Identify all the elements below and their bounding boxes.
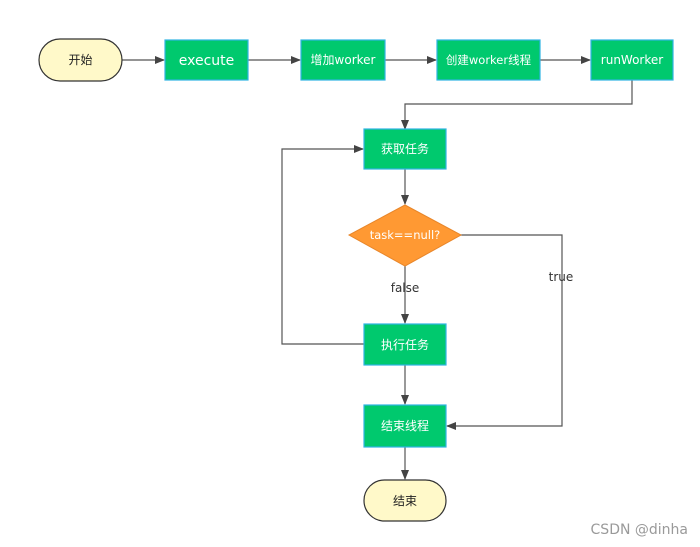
node-get-task: 获取任务	[363, 128, 447, 170]
node-run-worker: runWorker	[590, 39, 674, 81]
node-end-thread: 结束线程	[363, 404, 447, 448]
node-get-task-label: 获取任务	[381, 141, 429, 156]
node-execute-label: execute	[179, 53, 235, 69]
watermark: CSDN @dinha	[591, 522, 688, 538]
node-start-label: 开始	[68, 53, 92, 67]
edge-label-true: true	[549, 270, 574, 284]
node-start: 开始	[38, 38, 123, 82]
edge-executetask-gettask-loop	[281, 145, 364, 345]
node-end-label: 结束	[393, 494, 417, 508]
node-run-worker-label: runWorker	[601, 53, 663, 67]
node-execute-task: 执行任务	[363, 323, 447, 366]
edge-label-false: false	[391, 281, 420, 295]
node-end: 结束	[363, 479, 447, 522]
node-execute: execute	[164, 39, 249, 81]
node-end-thread-label: 结束线程	[381, 418, 429, 433]
node-add-worker: 增加worker	[300, 39, 386, 81]
edges	[122, 56, 633, 480]
node-create-worker-thread: 创建worker线程	[436, 39, 541, 81]
node-add-worker-label: 增加worker	[311, 53, 376, 67]
edge-decision-endthread	[446, 234, 563, 430]
node-create-worker-thread-label: 创建worker线程	[446, 53, 532, 67]
node-execute-task-label: 执行任务	[381, 337, 429, 352]
edge-runworker-gettask	[401, 80, 633, 130]
node-task-null-decision-label: task==null?	[370, 228, 441, 242]
node-task-null-decision: task==null?	[347, 204, 463, 267]
